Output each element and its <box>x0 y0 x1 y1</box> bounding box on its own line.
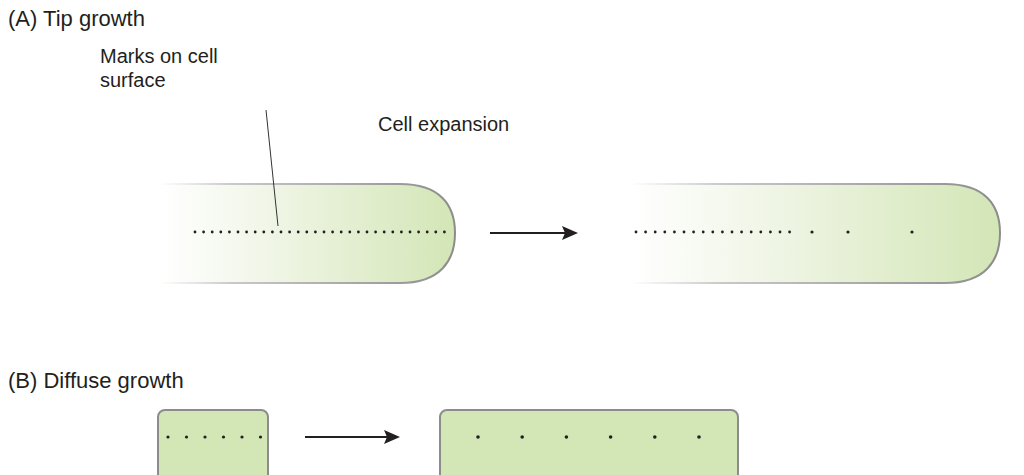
tip-cell <box>160 184 455 283</box>
tip-cell-expanded <box>630 184 1000 283</box>
diffuse-cell-expanded <box>440 410 738 475</box>
panel-heading: (A) Tip growth <box>8 6 145 32</box>
diffuse-cell <box>158 410 268 475</box>
panel-heading: (B) Diffuse growth <box>8 368 184 394</box>
process-label: Cell expansion <box>378 112 509 136</box>
surface-marks <box>166 230 913 438</box>
leader-line <box>266 110 278 226</box>
callout-label: Marks on cell surface <box>100 44 230 92</box>
